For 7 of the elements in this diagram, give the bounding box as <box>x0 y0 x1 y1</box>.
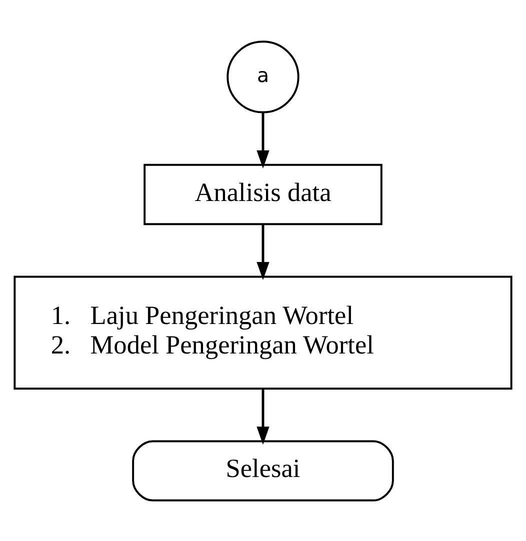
node-circle: a <box>226 40 300 113</box>
arrow <box>256 224 270 280</box>
node-box: 1. Laju Pengeringan Wortel 2. Model Pengeringan Wortel <box>14 275 512 390</box>
arrow <box>256 388 270 444</box>
node-box: Selesai <box>132 440 394 501</box>
node-box: Analisis data <box>144 163 382 225</box>
arrow <box>256 112 270 168</box>
